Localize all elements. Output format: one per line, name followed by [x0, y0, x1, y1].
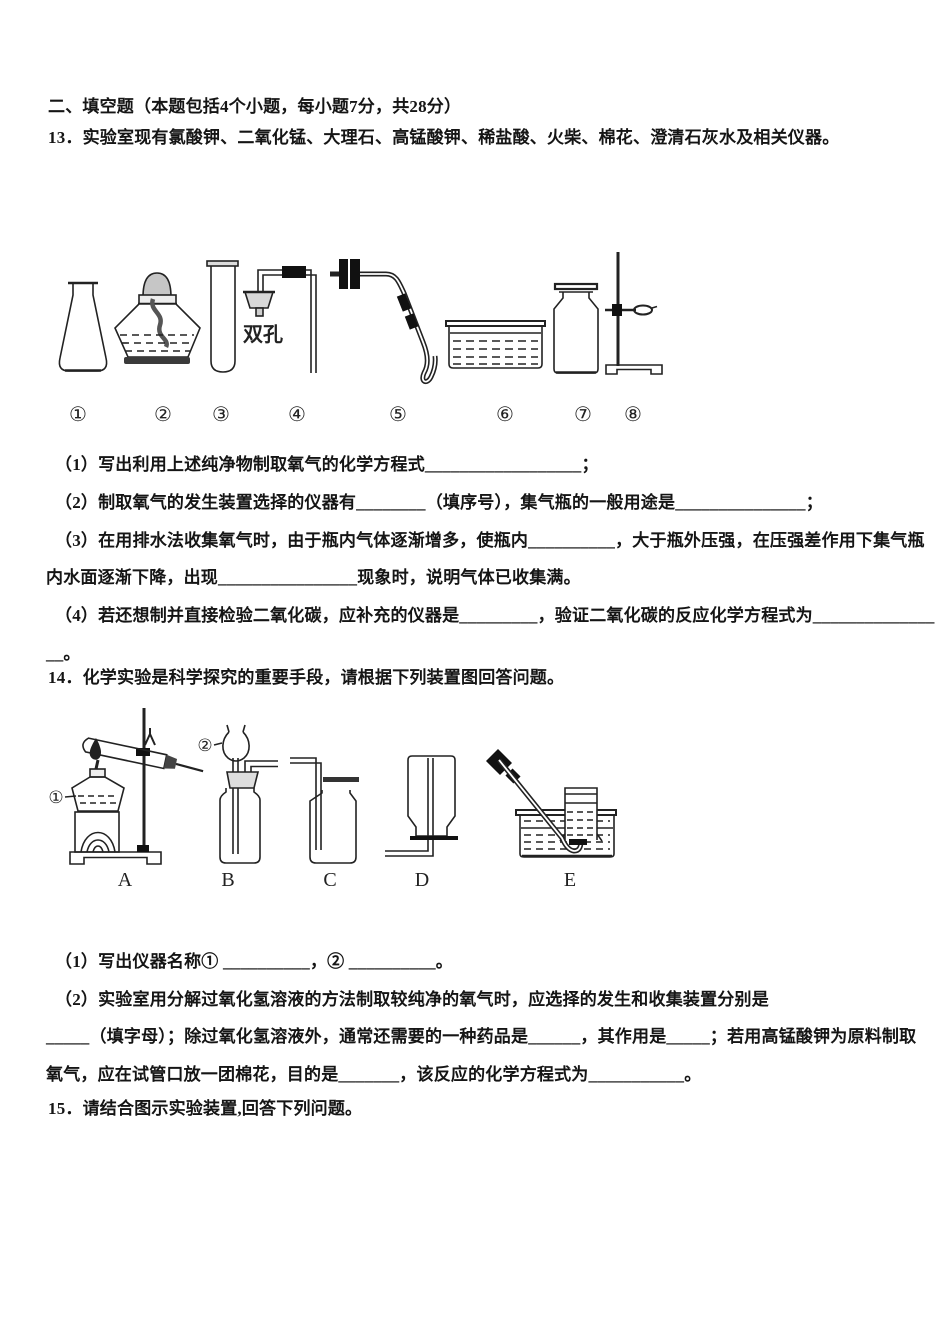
q14-item-2-line3: 氧气，应在试管口放一团棉花，目的是_______，该反应的化学方程式为_____…: [46, 1065, 702, 1084]
fig1-label-8: ⑧: [624, 402, 642, 426]
q14-item-2-line2: _____（填字母）；除过氧化氢溶液外，通常还需要的一种药品是______，其作…: [46, 1027, 917, 1046]
q13-item-1: （1）写出利用上述纯净物制取氧气的化学方程式__________________…: [55, 455, 599, 474]
q13-item-2: （2）制取氧气的发生装置选择的仪器有________（填序号），集气瓶的一般用途…: [55, 493, 823, 512]
q13-apparatus-figure: 双孔: [58, 252, 663, 426]
section-header: 二、填空题（本题包括4个小题，每小题7分，共28分）: [48, 97, 462, 116]
q13-item-3-line2: 内水面逐渐下降，出现________________现象时，说明气体已收集满。: [46, 568, 581, 587]
water-trough: [445, 320, 546, 369]
gas-bottle: [553, 282, 599, 374]
callout-1: ①: [48, 788, 63, 807]
bent-delivery-tube: [330, 259, 438, 385]
device-A-heating-setup: ①: [48, 708, 204, 865]
fig2-label-D: D: [415, 869, 429, 891]
fig2-label-E: E: [564, 869, 576, 891]
q14-item-2-line1: （2）实验室用分解过氧化氢溶液的方法制取较纯净的氧气时，应选择的发生和收集装置分…: [55, 990, 769, 1009]
fig2-label-C: C: [323, 869, 336, 891]
two-hole-stopper: 双孔: [243, 266, 317, 373]
fig1-label-7: ⑦: [574, 402, 592, 426]
test-tube: [206, 260, 239, 373]
q13-item-4-line2: __。: [46, 644, 81, 663]
fig1-label-2: ②: [154, 402, 172, 426]
conical-flask: [58, 281, 108, 372]
device-C-collection-bottle-down-tube: [290, 757, 359, 864]
alcohol-lamp: [114, 272, 201, 364]
fig1-label-5: ⑤: [389, 402, 407, 426]
callout-2: ②: [197, 736, 212, 755]
q14-item-1: （1）写出仪器名称① __________，② __________。: [55, 952, 453, 971]
q13-stem: 13．实验室现有氯酸钾、二氧化锰、大理石、高锰酸钾、稀盐酸、火柴、棉花、澄清石灰…: [48, 128, 840, 147]
fig2-label-B: B: [221, 869, 234, 891]
fig1-label-4: ④: [288, 402, 306, 426]
q13-item-3-line1: （3）在用排水法收集氧气时，由于瓶内气体逐渐增多，使瓶内__________，大…: [55, 531, 925, 550]
device-B-washing-bottle: ②: [197, 724, 278, 864]
fig1-label-1: ①: [69, 402, 87, 426]
flame: [89, 738, 102, 760]
fig1-label-3: ③: [212, 402, 230, 426]
device-D-inverted-bottle: [385, 755, 458, 857]
fig1-label-6: ⑥: [496, 402, 514, 426]
q15-stem: 15．请结合图示实验装置,回答下列问题。: [48, 1099, 363, 1118]
q13-item-4-line1: （4）若还想制并直接检验二氧化碳，应补充的仪器是_________，验证二氧化碳…: [55, 606, 935, 625]
iron-stand: [605, 252, 663, 375]
fig2-label-A: A: [118, 869, 133, 891]
device-E-water-collection: [485, 748, 617, 858]
two-hole-label: 双孔: [243, 323, 283, 346]
q14-apparatus-figure: ① ②: [48, 708, 617, 891]
q14-stem: 14．化学实验是科学探究的重要手段，请根据下列装置图回答问题。: [48, 668, 565, 687]
